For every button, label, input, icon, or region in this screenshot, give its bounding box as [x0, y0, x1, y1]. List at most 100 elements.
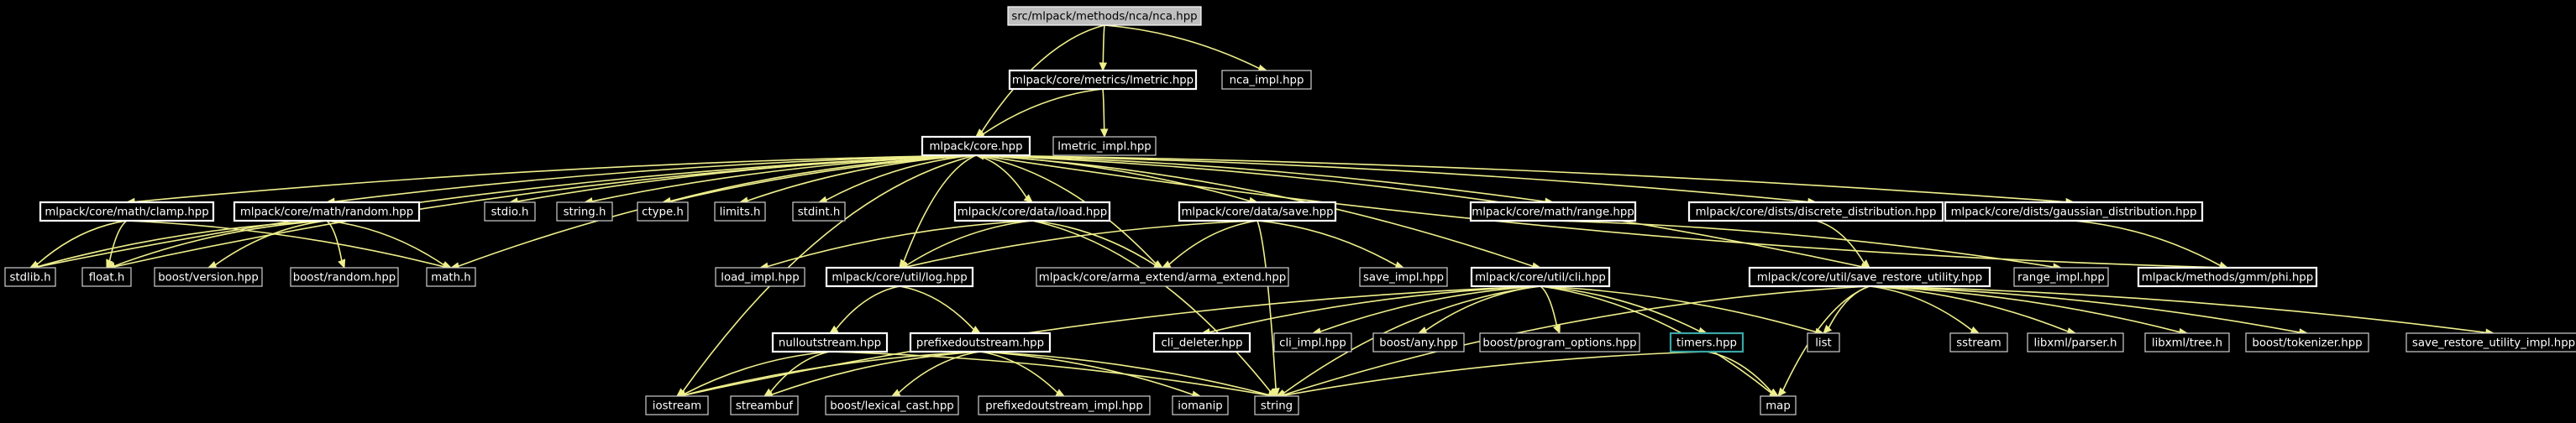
- node-label: load_impl.hpp: [721, 272, 799, 285]
- graph-node-range-impl[interactable]: range_impl.hpp: [2013, 267, 2109, 287]
- graph-node-stdlib[interactable]: stdlib.h: [4, 267, 56, 287]
- node-box: [2137, 266, 2318, 288]
- graph-node-list[interactable]: list: [1807, 332, 1840, 352]
- graph-node-string-h[interactable]: string.h: [556, 201, 613, 222]
- node-label: string: [1261, 400, 1293, 413]
- dependency-edge: [1540, 285, 1825, 337]
- graph-node-arma[interactable]: mlpack/core/arma_extend/arma_extend.hpp: [1036, 267, 1289, 287]
- node-label: mlpack/core/util/cli.hpp: [1475, 272, 1606, 285]
- node-box: [4, 267, 56, 287]
- graph-node-prefixed[interactable]: prefixedoutstream.hpp: [909, 332, 1052, 353]
- graph-node-brandom[interactable]: boost/random.hpp: [290, 267, 399, 287]
- node-label: mlpack/core/math/clamp.hpp: [45, 206, 208, 219]
- dependency-edge: [326, 220, 453, 269]
- graph-node-libxml-parser[interactable]: libxml/parser.h: [2027, 332, 2124, 352]
- graph-node-map[interactable]: map: [1760, 395, 1797, 415]
- node-label: mlpack/core/dists/gaussian_distribution.…: [1951, 206, 2197, 219]
- graph-node-libxml-tree[interactable]: libxml/tree.h: [2144, 332, 2230, 352]
- graph-node-limits[interactable]: limits.h: [714, 201, 766, 222]
- graph-node-load-impl[interactable]: load_impl.hpp: [715, 267, 805, 287]
- graph-node-ctype[interactable]: ctype.h: [637, 201, 689, 222]
- node-box: [484, 201, 536, 222]
- graph-node-stdint[interactable]: stdint.h: [792, 201, 846, 222]
- node-label: mlpack/core/data/save.hpp: [1181, 206, 1333, 219]
- node-label: cli_deleter.hpp: [1161, 337, 1242, 350]
- node-label: mlpack/core/dists/discrete_distribution.…: [1696, 206, 1937, 219]
- graph-node-sru-impl[interactable]: save_restore_utility_impl.hpp: [2405, 332, 2576, 352]
- node-box: [1949, 332, 2008, 352]
- graph-node-string[interactable]: string: [1254, 395, 1299, 415]
- graph-node-timers[interactable]: timers.hpp: [1669, 332, 1744, 353]
- node-box: [715, 267, 805, 287]
- dependency-edge: [898, 220, 1033, 269]
- node-box: [2013, 267, 2109, 287]
- graph-node-load[interactable]: mlpack/core/data/load.hpp: [953, 201, 1111, 222]
- graph-node-nca[interactable]: src/mlpack/methods/nca/nca.hpp: [1007, 6, 1202, 26]
- graph-node-prefixed-impl[interactable]: prefixedoutstream_impl.hpp: [978, 395, 1151, 415]
- graph-node-btokenizer[interactable]: boost/tokenizer.hpp: [2245, 332, 2369, 352]
- graph-node-bversion[interactable]: boost/version.hpp: [154, 267, 263, 287]
- dependency-edge: [1161, 220, 1258, 269]
- dependency-edge: [979, 351, 1202, 399]
- graph-node-phi[interactable]: mlpack/methods/gmm/phi.hpp: [2137, 266, 2318, 288]
- graph-node-sstream[interactable]: sstream: [1949, 332, 2008, 352]
- node-label: prefixedoutstream.hpp: [916, 337, 1044, 350]
- dependency-edge: [675, 351, 831, 398]
- graph-node-float[interactable]: float.h: [81, 267, 132, 287]
- node-label: cli_impl.hpp: [1279, 337, 1346, 350]
- node-box: [1178, 201, 1337, 222]
- graph-node-nca-impl[interactable]: nca_impl.hpp: [1221, 70, 1312, 90]
- graph-node-iomanip[interactable]: iomanip: [1172, 395, 1229, 415]
- graph-node-cli-impl[interactable]: cli_impl.hpp: [1273, 332, 1352, 352]
- node-label: mlpack/core/math/random.hpp: [240, 206, 413, 219]
- graph-node-lmetric-impl[interactable]: lmetric_impl.hpp: [1052, 136, 1157, 156]
- node-box: [1008, 69, 1198, 91]
- node-label: mlpack/core.hpp: [929, 141, 1022, 154]
- node-box: [1687, 201, 1944, 222]
- graph-node-streambuf[interactable]: streambuf: [730, 395, 799, 415]
- node-box: [1172, 395, 1229, 415]
- dependency-edge: [1823, 285, 1870, 334]
- graph-node-lmetric[interactable]: mlpack/core/metrics/lmetric.hpp: [1008, 69, 1198, 91]
- node-box: [154, 267, 263, 287]
- graph-node-iostream[interactable]: iostream: [645, 395, 709, 415]
- node-label: stdint.h: [798, 206, 841, 219]
- dependency-edge: [1540, 285, 1561, 335]
- graph-node-blexical[interactable]: boost/lexical_cast.hpp: [825, 395, 959, 415]
- node-box: [1470, 266, 1611, 288]
- node-box: [290, 267, 399, 287]
- graph-node-discrete[interactable]: mlpack/core/dists/discrete_distribution.…: [1687, 201, 1944, 222]
- dependency-edge: [763, 351, 831, 397]
- node-label: boost/any.hpp: [1379, 337, 1457, 350]
- dependency-edge: [675, 351, 981, 400]
- node-box: [792, 201, 846, 222]
- node-box: [825, 266, 974, 288]
- node-box: [637, 201, 689, 222]
- node-box: [1273, 332, 1352, 352]
- dependency-edge: [975, 154, 1818, 206]
- dependency-edge: [1104, 24, 1268, 73]
- node-label: float.h: [89, 272, 125, 285]
- node-box: [1748, 266, 1991, 288]
- graph-node-bpo[interactable]: boost/program_options.hpp: [1479, 332, 1640, 352]
- graph-node-save[interactable]: mlpack/core/data/save.hpp: [1178, 201, 1337, 222]
- graph-node-cli[interactable]: mlpack/core/util/cli.hpp: [1470, 266, 1611, 288]
- graph-node-stdio[interactable]: stdio.h: [484, 201, 536, 222]
- graph-node-bany[interactable]: boost/any.hpp: [1372, 332, 1465, 352]
- graph-node-range[interactable]: mlpack/core/math/range.hpp: [1469, 201, 1637, 222]
- graph-node-math[interactable]: math.h: [426, 267, 476, 287]
- graph-node-log[interactable]: mlpack/core/util/log.hpp: [825, 266, 974, 288]
- node-box: [39, 201, 215, 222]
- graph-node-save-impl[interactable]: save_impl.hpp: [1359, 267, 1448, 287]
- graph-node-sru[interactable]: mlpack/core/util/save_restore_utility.hp…: [1748, 266, 1991, 288]
- graph-node-gaussian[interactable]: mlpack/core/dists/gaussian_distribution.…: [1944, 201, 2204, 222]
- graph-node-core[interactable]: mlpack/core.hpp: [921, 135, 1031, 157]
- node-label: libxml/tree.h: [2152, 337, 2222, 350]
- node-box: [771, 332, 889, 353]
- graph-node-random[interactable]: mlpack/core/math/random.hpp: [233, 201, 421, 222]
- node-box: [1221, 70, 1312, 90]
- graph-node-clamp[interactable]: mlpack/core/math/clamp.hpp: [39, 201, 215, 222]
- graph-node-nullout[interactable]: nulloutstream.hpp: [771, 332, 889, 353]
- graph-node-cli-deleter[interactable]: cli_deleter.hpp: [1152, 332, 1251, 353]
- node-label: boost/program_options.hpp: [1482, 337, 1636, 350]
